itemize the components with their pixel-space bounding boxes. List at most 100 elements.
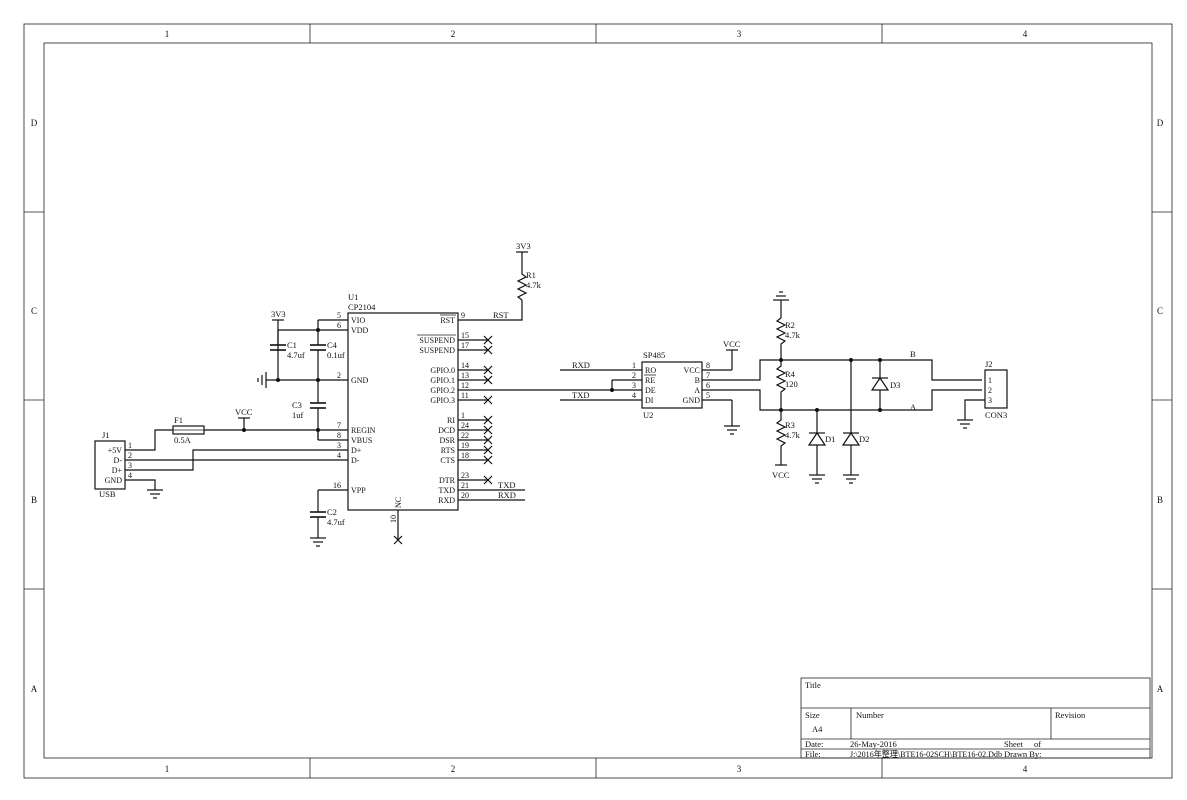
net-txd-u2: TXD — [572, 390, 589, 400]
u1-pin-rxd: RXD — [438, 496, 455, 505]
u2-pinnum-7: 7 — [706, 371, 710, 380]
zone-top-1: 1 — [165, 29, 170, 39]
u1-pinnum-11: 11 — [461, 391, 469, 400]
d1-ref: D1 — [825, 434, 835, 444]
tb-file-label: File: — [805, 749, 821, 759]
u1-ref: U1 — [348, 292, 358, 302]
u1-pin-ri: RI — [447, 416, 455, 425]
tb-date-value: 26-May-2016 — [850, 739, 897, 749]
j1-pinnum-2: 2 — [128, 451, 132, 460]
j2-con3-connector: J2 CON3 1 2 3 — [957, 359, 1008, 429]
u1-pin-gnd: GND — [351, 376, 369, 385]
u1-pin-suspend-bar: SUSPEND — [419, 336, 455, 345]
u2-pin-gnd: GND — [683, 396, 701, 405]
net-rxd-u1: RXD — [498, 490, 516, 500]
u1-pinnum-12: 12 — [461, 381, 469, 390]
u1-pinnum-6: 6 — [337, 321, 341, 330]
r2-ref: R2 — [785, 320, 795, 330]
zone-right-a: A — [1157, 684, 1164, 694]
zone-right-c: C — [1157, 306, 1163, 316]
u1-pin-gpio3: GPIO.3 — [430, 396, 455, 405]
zone-top-3: 3 — [737, 29, 742, 39]
net-rst: RST — [493, 310, 509, 320]
j2-pin-3: 3 — [988, 396, 992, 405]
d2-ref: D2 — [859, 434, 869, 444]
zone-bottom-4: 4 — [1023, 764, 1028, 774]
u1-pinnum-13: 13 — [461, 371, 469, 380]
zone-labels: 1 2 3 4 1 2 3 4 D C B A D C B A — [31, 29, 1164, 774]
net-vcc-f1: VCC — [235, 407, 253, 417]
j2-ref: J2 — [985, 359, 993, 369]
u2-pinnum-5: 5 — [706, 391, 710, 400]
u2-part: SP485 — [643, 350, 665, 360]
u1-pinnum-5: 5 — [337, 311, 341, 320]
j1-ref: J1 — [102, 430, 110, 440]
r3-ref: R3 — [785, 420, 795, 430]
u1-pin-nc: NC — [394, 497, 403, 508]
tb-sheet-label: Sheet — [1004, 739, 1024, 749]
u1-pinnum-18: 18 — [461, 451, 469, 460]
u1-pin-regin: REGIN — [351, 426, 376, 435]
u1-pin-dtr: DTR — [439, 476, 456, 485]
u2-pinnum-4: 4 — [632, 391, 636, 400]
net-3v3-r1: 3V3 — [516, 241, 531, 251]
zone-bottom-1: 1 — [165, 764, 170, 774]
net-bus-a: A — [910, 402, 917, 412]
u1-pinnum-8: 8 — [337, 431, 341, 440]
u1-pin-rts: RTS — [441, 446, 455, 455]
zone-left-a: A — [31, 684, 38, 694]
u1-pinnum-9: 9 — [461, 311, 465, 320]
u2-pin-di: DI — [645, 396, 654, 405]
c4-ref: C4 — [327, 340, 338, 350]
u1-power-network: 3V3 C1 4.7uf C4 0.1uf C3 1uf C2 4 — [257, 309, 345, 547]
j1-pin-dminus: D- — [114, 456, 123, 465]
u1-pinnum-15: 15 — [461, 331, 469, 340]
u2-pin-b: B — [695, 376, 700, 385]
r1-ref: R1 — [526, 270, 536, 280]
c2-ref: C2 — [327, 507, 337, 517]
net-rxd-u2: RXD — [572, 360, 590, 370]
r1-value: 4.7k — [526, 280, 542, 290]
drawing-frame — [23, 23, 1173, 779]
c3-ref: C3 — [292, 400, 302, 410]
u1-pin-txd: TXD — [439, 486, 456, 495]
j1-pinnum-4: 4 — [128, 471, 132, 480]
r4-ref: R4 — [785, 369, 796, 379]
u1-pinnum-7: 7 — [337, 421, 341, 430]
j1-pin-gnd: GND — [105, 476, 123, 485]
u2-sp485-chip: SP485 U2 RO RE DE DI VCC B A GND 1 2 3 4… — [560, 339, 741, 435]
u1-pinnum-3: 3 — [337, 441, 341, 450]
u1-pinnum-14: 14 — [461, 361, 469, 370]
u1-pinnum-24: 24 — [461, 421, 469, 430]
u2-pinnum-6: 6 — [706, 381, 710, 390]
u1-pin-gpio2: GPIO.2 — [430, 386, 455, 395]
f1-fuse: F1 0.5A VCC — [172, 407, 318, 445]
u1-pinnum-2: 2 — [337, 371, 341, 380]
f1-value: 0.5A — [174, 435, 192, 445]
j1-usb-connector: J1 USB +5V D- D+ GND 1 2 3 4 — [94, 429, 318, 499]
u1-pinnum-23: 23 — [461, 471, 469, 480]
j2-type: CON3 — [985, 410, 1007, 420]
u2-pin-vcc: VCC — [684, 366, 700, 375]
j1-pin-dplus: D+ — [112, 466, 123, 475]
u1-pin-cts: CTS — [440, 456, 455, 465]
r2-value: 4.7k — [785, 330, 801, 340]
u1-part: CP2104 — [348, 302, 376, 312]
net-txd-u1: TXD — [498, 480, 515, 490]
d3-ref: D3 — [890, 380, 900, 390]
u2-pin-ro: RO — [645, 366, 656, 375]
u1-pin-vio: VIO — [351, 316, 365, 325]
u2-pinnum-3: 3 — [632, 381, 636, 390]
zone-bottom-2: 2 — [451, 764, 456, 774]
u1-pin-vpp: VPP — [351, 486, 366, 495]
u1-pin-rst: RST — [440, 316, 455, 325]
tb-size-value: A4 — [812, 724, 823, 734]
net-3v3-c1: 3V3 — [271, 309, 286, 319]
u2-pinnum-2: 2 — [632, 371, 636, 380]
net-bus-b: B — [910, 349, 916, 359]
u1-pin-dplus: D+ — [351, 446, 362, 455]
r1-resistor: 3V3 R1 4.7k RST — [488, 241, 542, 321]
r3-value: 4.7k — [785, 430, 801, 440]
tb-number-label: Number — [856, 710, 884, 720]
